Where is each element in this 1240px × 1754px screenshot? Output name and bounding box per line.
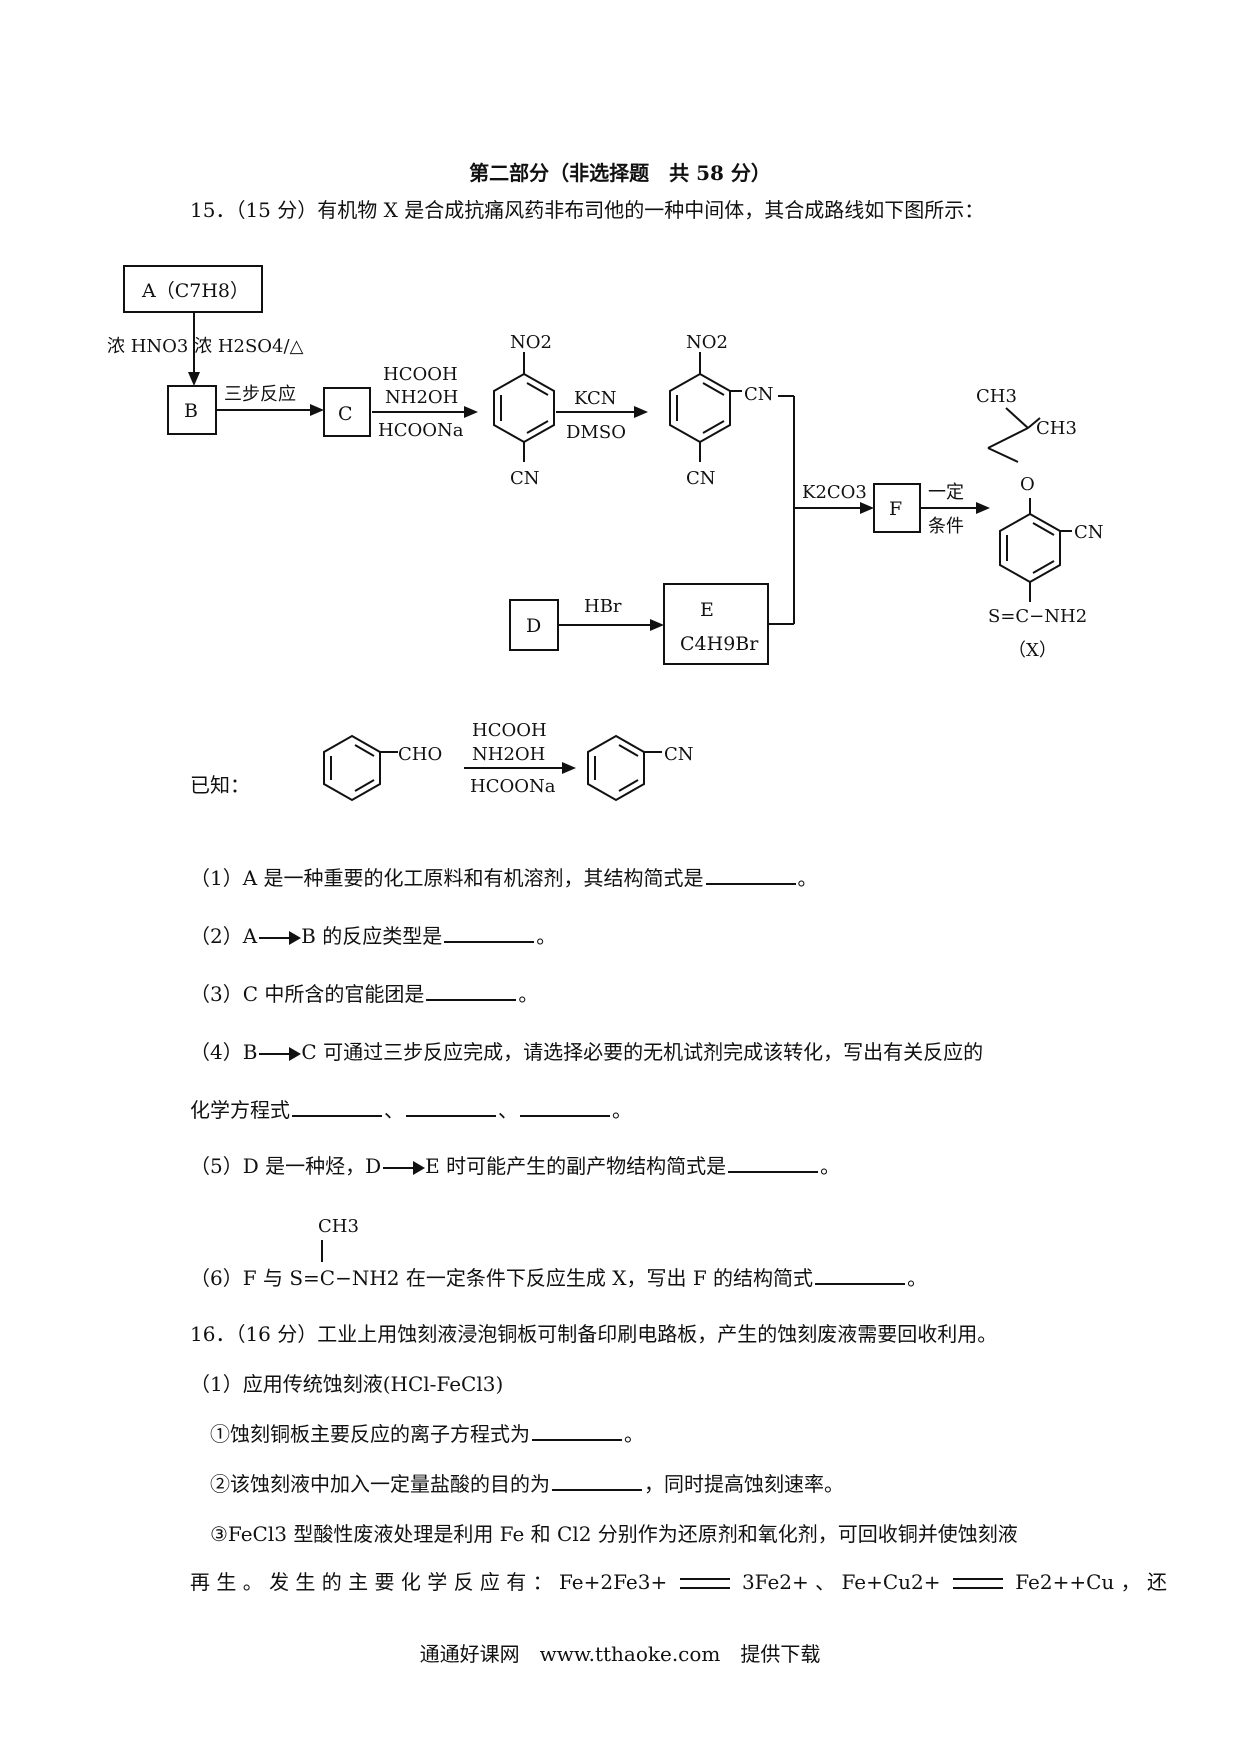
answer-blank[interactable] (426, 981, 517, 1001)
reagent-hbr: HBr (584, 596, 622, 617)
i6-ch3: CH3 (318, 1216, 359, 1237)
q16-s3-line2: 再 生 。 发 生 的 主 要 化 学 反 应 有 ： Fe+2Fe3+ 3Fe… (190, 1570, 1168, 1594)
box-c-label: C (338, 403, 353, 425)
q15-item-1: （1）A 是一种重要的化工原料和有机溶剂，其结构简式是。 (190, 865, 818, 890)
answer-blank[interactable] (520, 1097, 610, 1117)
benzene-ring-2 (669, 352, 742, 462)
footer-credit: 通通好课网 www.tthaoke.com 提供下载 (419, 1642, 821, 1666)
q16-sub1: （1）应用传统蚀刻液(HCl-FeCl3) (190, 1372, 504, 1396)
x-cn: CN (1074, 522, 1104, 543)
box-e-formula: C4H9Br (680, 633, 759, 655)
known-label: 已知： (190, 773, 250, 797)
answer-blank[interactable] (705, 865, 796, 885)
section-title: 第二部分（非选择题 共 58 分） (469, 161, 771, 185)
arrow-icon (259, 930, 302, 945)
box-f-label: F (889, 498, 902, 520)
cn-2a: CN (744, 384, 774, 405)
x-label: （X） (1008, 640, 1057, 661)
known-cho: CHO (398, 744, 442, 765)
known-cn: CN (664, 744, 694, 765)
equals-icon (952, 1578, 1003, 1589)
q16-s1: ①蚀刻铜板主要反应的离子方程式为。 (210, 1421, 644, 1446)
q15-item-4-line2: 化学方程式、、。 (190, 1097, 632, 1122)
box-a-label: A（C7H8） (141, 280, 249, 302)
label-b-c: 三步反应 (224, 384, 296, 405)
answer-blank[interactable] (815, 1265, 906, 1285)
box-e-label: E (700, 599, 714, 621)
q16-intro: 16．（16 分）工业上用蚀刻液浸泡铜板可制备印刷电路板，产生的蚀刻废液需要回收… (190, 1322, 998, 1346)
answer-blank[interactable] (444, 923, 535, 943)
known-reagent-3: HCOONa (470, 776, 556, 797)
known-reagent-1: HCOOH (472, 720, 547, 741)
x-thioamide: S=C−NH2 (988, 606, 1087, 627)
answer-blank[interactable] (532, 1421, 622, 1441)
q16-s3-line1: ③FeCl3 型酸性废液处理是利用 Fe 和 Cl2 分别作为还原剂和氧化剂，可… (210, 1522, 1018, 1546)
known-benzene-1 (323, 734, 398, 802)
answer-blank[interactable] (552, 1471, 642, 1491)
answer-blank[interactable] (406, 1097, 496, 1117)
product-x-structure (987, 407, 1072, 602)
i6-formula: S=C−NH2 (289, 1266, 400, 1290)
cond-1: 一定 (928, 482, 964, 503)
cond-2: 条件 (928, 516, 964, 537)
q15-intro: 15．（15 分）有机物 X 是合成抗痛风药非布司他的一种中间体，其合成路线如下… (190, 198, 985, 222)
equals-icon (679, 1578, 730, 1589)
reagent-a-b: 浓 HNO3 浓 H2SO4/△ (107, 336, 304, 357)
arrow-icon (259, 1046, 302, 1061)
reagent-dmso: DMSO (566, 422, 626, 443)
q15-item-3: （3）C 中所含的官能团是。 (190, 981, 539, 1006)
x-ch3-top: CH3 (976, 386, 1017, 407)
answer-blank[interactable] (728, 1153, 819, 1173)
reagent-c-1: HCOOH (383, 364, 458, 385)
answer-blank[interactable] (292, 1097, 382, 1117)
reagent-k2co3: K2CO3 (802, 482, 867, 503)
x-ch3-right: CH3 (1036, 418, 1077, 439)
q16-s2: ②该蚀刻液中加入一定量盐酸的目的为，同时提高蚀刻速率。 (210, 1471, 844, 1496)
box-d-label: D (526, 615, 541, 637)
q15-item-6: （6）F 与 S=C−NH2 在一定条件下反应生成 X，写出 F 的结构简式。 (190, 1265, 928, 1290)
nitro-1: NO2 (510, 332, 552, 353)
reagent-c-2: NH2OH (385, 387, 458, 408)
benzene-ring-1 (493, 352, 555, 462)
cn-2b: CN (686, 468, 716, 489)
reagent-c-3: HCOONa (378, 420, 464, 441)
arrow-icon (383, 1160, 426, 1175)
known-benzene-2 (587, 734, 662, 802)
cn-1: CN (510, 468, 540, 489)
nitro-2: NO2 (686, 332, 728, 353)
known-reagent-2: NH2OH (472, 744, 545, 765)
box-b-label: B (184, 400, 198, 422)
x-oxygen: O (1020, 474, 1035, 495)
reagent-kcn: KCN (574, 388, 617, 409)
